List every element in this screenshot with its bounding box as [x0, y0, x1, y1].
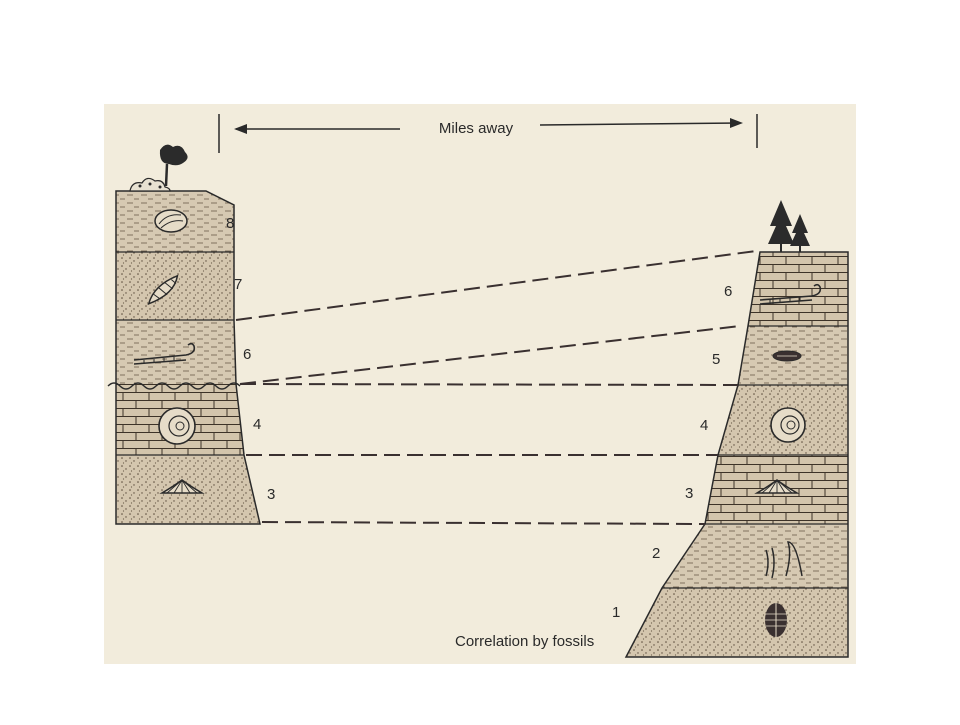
- left-layer-6: [116, 320, 236, 384]
- correlation-line-2: [239, 325, 741, 385]
- shell-icon: [154, 209, 188, 233]
- unconformity-line: [107, 382, 241, 390]
- ammonite-icon: [158, 407, 196, 445]
- left-layer-number-7: 7: [234, 276, 242, 293]
- gastropod-icon: [147, 274, 179, 306]
- orthocone-icon: [759, 283, 822, 305]
- arrow-right-icon: [539, 122, 741, 126]
- arrowhead-right-icon: [730, 118, 743, 128]
- bush-icon: [129, 177, 171, 192]
- right-layer-number-6: 6: [724, 283, 732, 300]
- small-shell-icon: [772, 350, 802, 362]
- correlation-line-1: [235, 250, 757, 321]
- brachiopod-icon: [754, 479, 800, 494]
- correlation-lines: [235, 250, 757, 525]
- distance-indicator: Miles away: [218, 114, 758, 153]
- orthocone-icon: [133, 342, 196, 365]
- right-layer-6: [748, 252, 848, 326]
- tree-icon: [159, 144, 188, 187]
- correlation-line-3: [239, 383, 739, 386]
- brachiopod-icon: [159, 479, 205, 494]
- right-layer-number-2: 2: [652, 545, 660, 562]
- left-column: 8 7 6 4 3: [107, 144, 275, 525]
- figure-caption: Correlation by fossils: [455, 633, 594, 650]
- trilobite-icon: [765, 603, 787, 637]
- burrow-icon: [765, 541, 803, 579]
- correlation-line-5: [261, 521, 706, 525]
- left-layer-number-6: 6: [243, 346, 251, 363]
- right-layer-number-1: 1: [612, 604, 620, 621]
- left-layer-number-4: 4: [253, 416, 261, 433]
- right-layer-number-5: 5: [712, 351, 720, 368]
- left-layer-7: [116, 252, 234, 320]
- arrowhead-left-icon: [234, 124, 247, 134]
- ammonite-icon: [770, 407, 806, 443]
- pine-tree-icon: [768, 200, 794, 252]
- right-layer-number-3: 3: [685, 485, 693, 502]
- right-layer-1: [626, 588, 848, 657]
- right-column: 6 5 4 3 2 1: [612, 200, 849, 658]
- pine-tree-icon: [790, 214, 810, 252]
- left-layer-number-3: 3: [267, 486, 275, 503]
- distance-label: Miles away: [439, 120, 514, 137]
- left-layer-number-8: 8: [226, 215, 234, 232]
- right-layer-number-4: 4: [700, 417, 708, 434]
